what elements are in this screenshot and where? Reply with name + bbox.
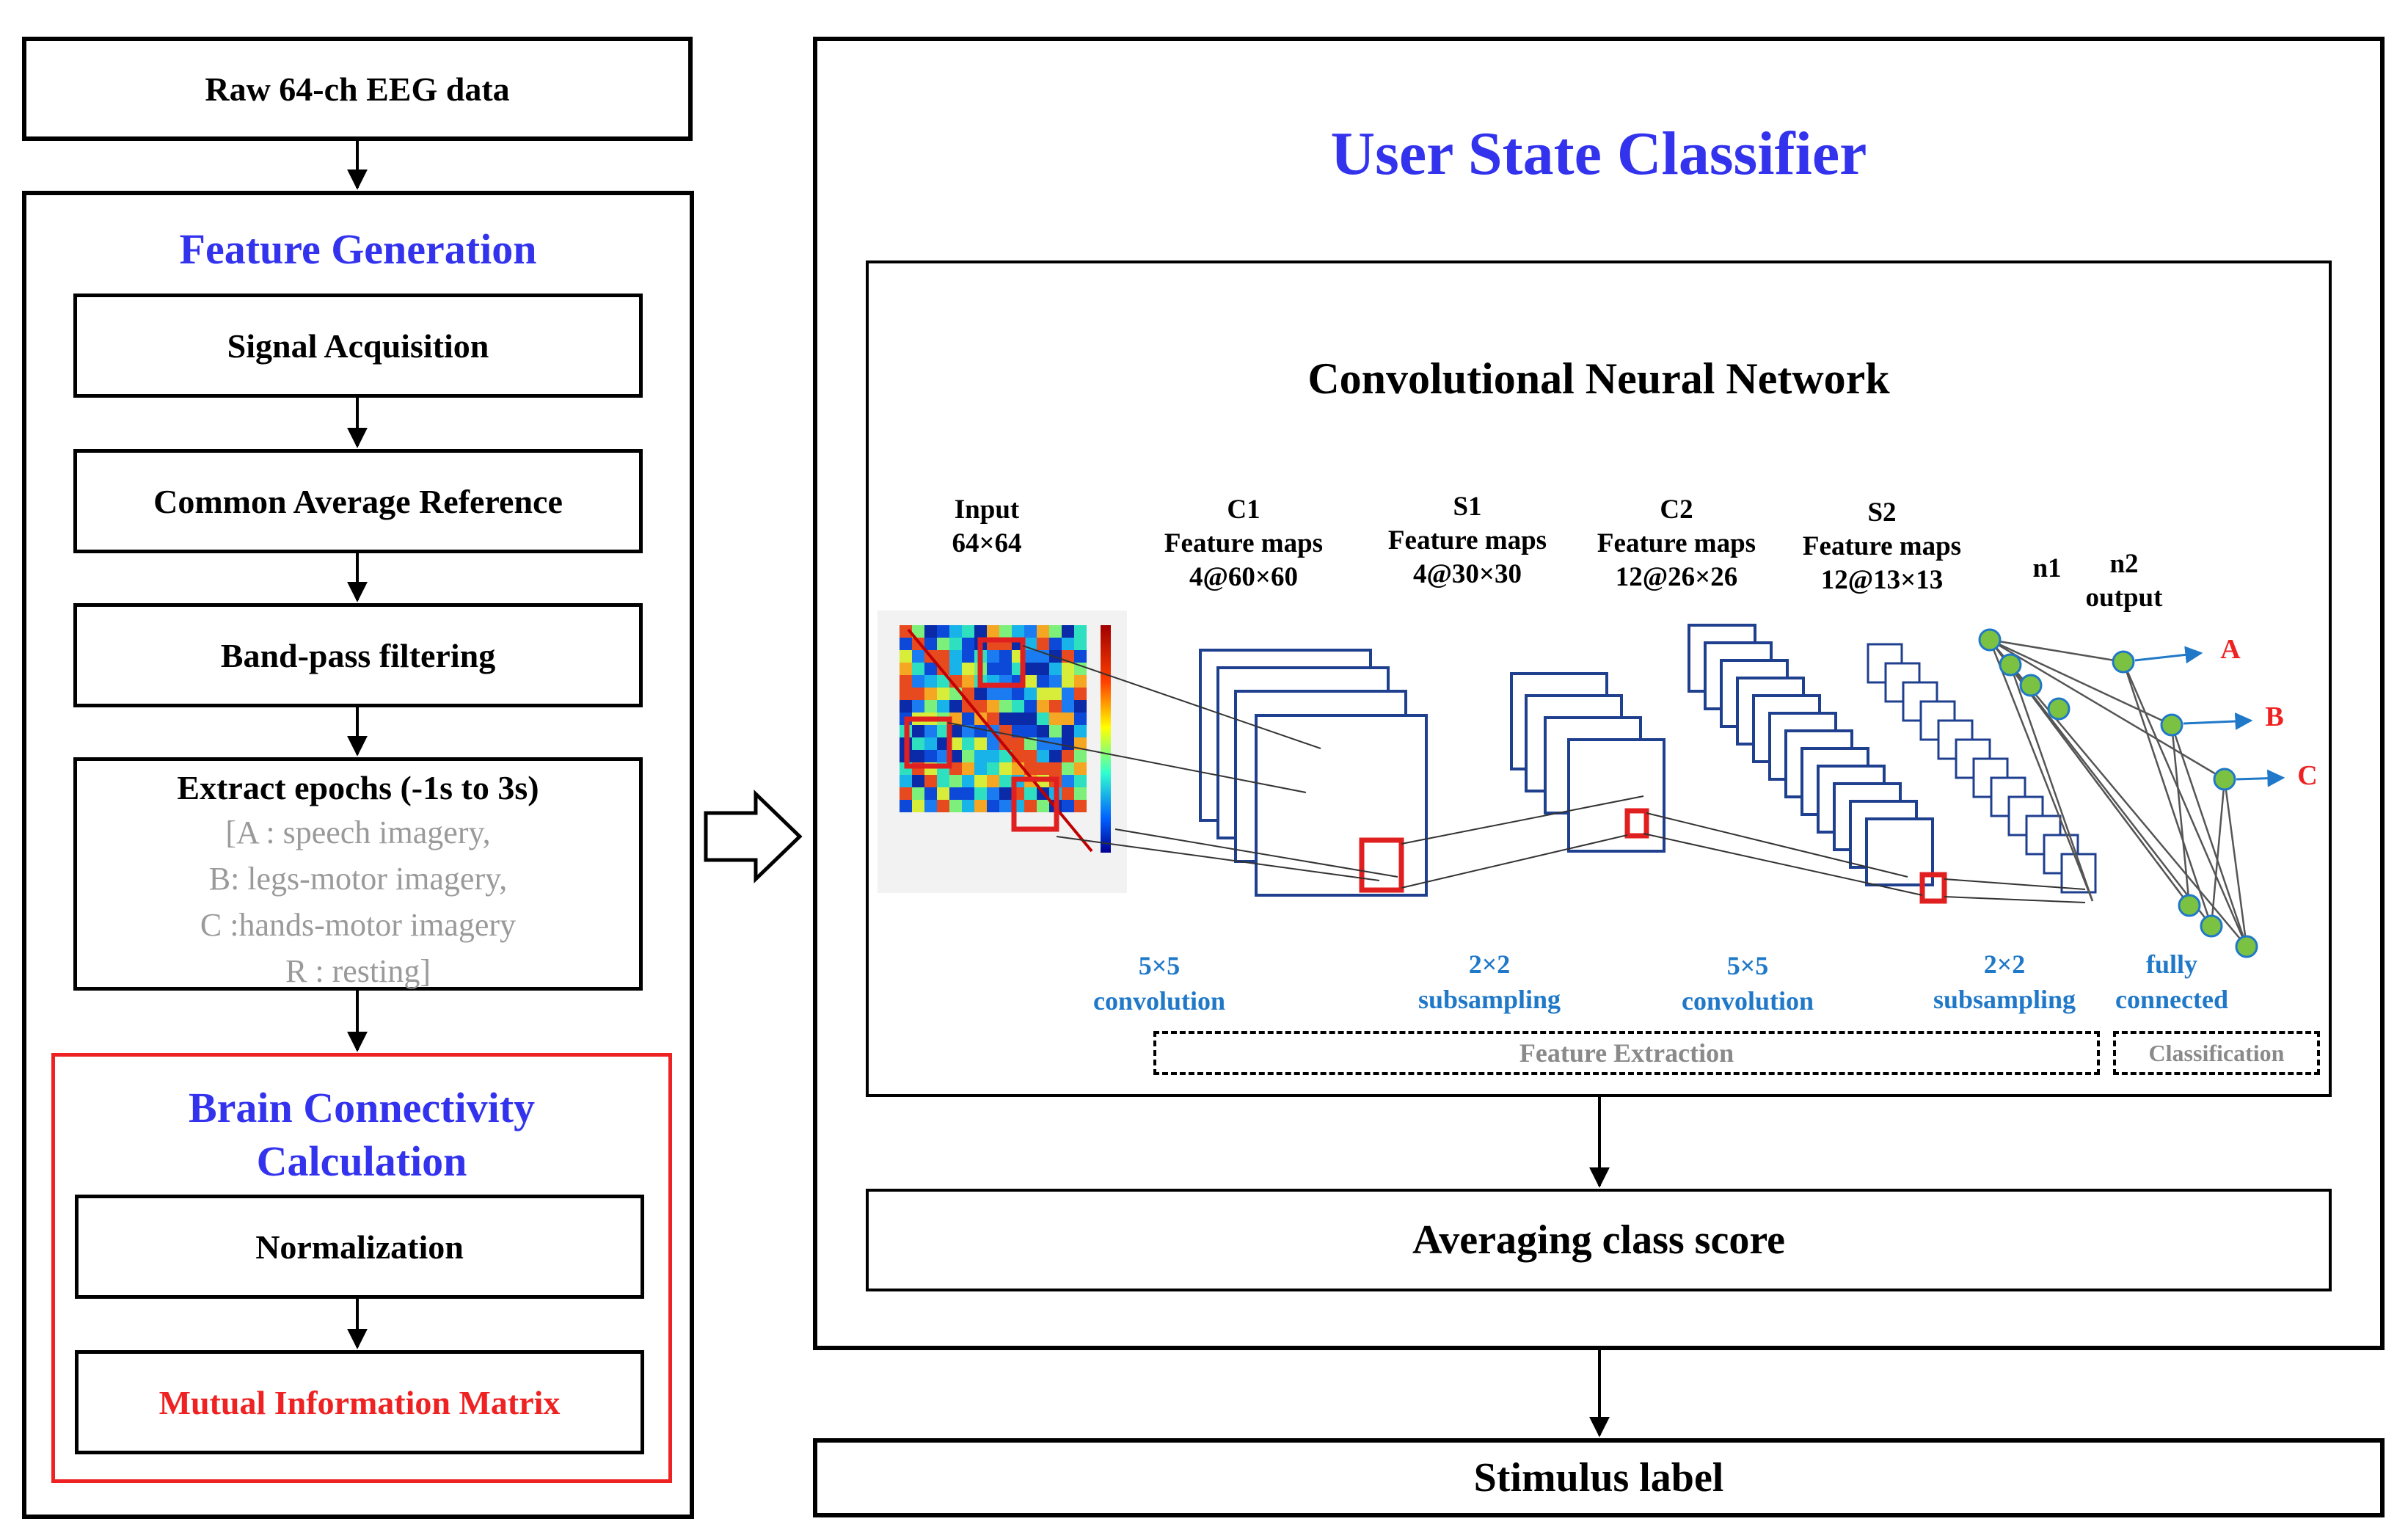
c2-receptive-field [1919, 872, 1947, 904]
classification-label: Classification [2148, 1039, 2285, 1066]
s1-layer-size: 4@30×30 [1413, 559, 1522, 589]
feature-extraction-label: Feature Extraction [1519, 1038, 1734, 1068]
s2-layer-type: Feature maps [1802, 531, 1962, 561]
raw-eeg-box: Raw 64-ch EEG data [22, 37, 693, 141]
conv1-kernel: 5×5 [1138, 951, 1181, 980]
c2-layer-label: C2 Feature maps 12@26×26 [1577, 493, 1776, 594]
brain-connectivity-title-line2: Calculation [256, 1137, 467, 1185]
stimulus-label-text: Stimulus label [1473, 1455, 1724, 1501]
c1-layer-label: C1 Feature maps 4@60×60 [1145, 493, 1343, 594]
user-state-classifier-panel [813, 37, 2385, 1350]
user-state-classifier-title: User State Classifier [1330, 120, 1867, 188]
averaging-class-score-label: Averaging class score [1412, 1217, 1786, 1263]
input-layer-label: Input 64×64 [917, 493, 1057, 561]
s1-layer-name: S1 [1453, 492, 1482, 522]
feature-generation-panel [22, 191, 694, 1519]
sub1-kernel: 2×2 [1468, 950, 1511, 979]
cnn-panel [866, 260, 2332, 1097]
output-label-a: A [2220, 634, 2241, 665]
epoch-class-r: R : resting] [285, 953, 431, 989]
extract-epochs-title: Extract epochs (-1s to 3s) [177, 769, 539, 806]
normalization-label: Normalization [255, 1228, 464, 1266]
conv2-type: convolution [1681, 986, 1814, 1016]
s2-feature-maps [1867, 643, 2097, 894]
sub1-type: subsampling [1418, 985, 1561, 1014]
band-pass-filtering-label: Band-pass filtering [220, 636, 496, 674]
s2-layer-size: 12@13×13 [1820, 565, 1944, 595]
output-label-b: B [2265, 701, 2284, 732]
fc-line2: connected [2115, 985, 2228, 1014]
mutual-information-matrix-label: Mutual Information Matrix [158, 1383, 561, 1421]
stimulus-label-box: Stimulus label [813, 1438, 2385, 1517]
normalization-box: Normalization [75, 1195, 644, 1299]
output-label-c: C [2297, 760, 2318, 791]
c1-receptive-field [1359, 837, 1404, 893]
feature-generation-title: Feature Generation [179, 225, 537, 273]
s1-layer-type: Feature maps [1387, 525, 1547, 555]
s1-feature-maps [1510, 672, 1665, 853]
fc-op-label: fully connected [2091, 947, 2252, 1017]
classification-group: Classification [2113, 1031, 2320, 1075]
extract-epochs-box: Extract epochs (-1s to 3s) [A : speech i… [73, 757, 643, 991]
n2-layer-type: output [2085, 583, 2163, 613]
conv1-type: convolution [1092, 986, 1226, 1016]
signal-acquisition-box: Signal Acquisition [73, 294, 643, 398]
cnn-title: Convolutional Neural Network [1307, 354, 1890, 403]
brain-connectivity-title-line1: Brain Connectivity [188, 1084, 536, 1131]
n1-layer-label: n1 [2032, 553, 2062, 583]
conv2-op-label: 5×5 convolution [1660, 948, 1836, 1018]
c1-layer-name: C1 [1227, 495, 1260, 525]
fc-line1: fully [2145, 950, 2197, 979]
epoch-class-b: B: legs-motor imagery, [208, 861, 508, 897]
s2-layer-name: S2 [1867, 498, 1897, 528]
sub2-op-label: 2×2 subsampling [1916, 947, 2093, 1017]
feature-extraction-group: Feature Extraction [1153, 1031, 2100, 1075]
sub1-op-label: 2×2 subsampling [1401, 947, 1577, 1017]
s1-receptive-field [1624, 808, 1649, 839]
epoch-class-c: C :hands-motor imagery [200, 907, 517, 943]
band-pass-filtering-box: Band-pass filtering [73, 603, 643, 707]
fully-connected-network [1978, 628, 2285, 958]
s1-layer-label: S1 Feature maps 4@30×30 [1368, 490, 1566, 591]
c2-layer-name: C2 [1660, 495, 1693, 525]
c2-layer-size: 12@26×26 [1615, 562, 1738, 592]
c1-layer-type: Feature maps [1164, 528, 1324, 558]
hollow-right-arrow [704, 790, 803, 883]
sub2-type: subsampling [1933, 985, 2076, 1014]
n2-layer-name: n2 [2109, 549, 2139, 579]
input-layer-size: 64×64 [952, 528, 1022, 558]
common-average-reference-label: Common Average Reference [153, 482, 563, 520]
n2-layer-label: n2 output [2076, 547, 2172, 615]
c2-feature-maps [1688, 624, 1934, 886]
projection-lines [947, 645, 2086, 903]
mutual-information-matrix-box: Mutual Information Matrix [75, 1350, 644, 1454]
input-layer-name: Input [954, 495, 1020, 525]
conv2-kernel: 5×5 [1726, 951, 1769, 980]
sub2-kernel: 2×2 [1983, 950, 2026, 979]
c1-feature-maps [1199, 649, 1428, 897]
conv1-op-label: 5×5 convolution [1071, 948, 1247, 1018]
epoch-class-a: [A : speech imagery, [225, 814, 491, 850]
input-connectivity-matrix [878, 611, 1127, 893]
c1-layer-size: 4@60×60 [1189, 562, 1298, 592]
brain-connectivity-panel [51, 1053, 672, 1483]
common-average-reference-box: Common Average Reference [73, 449, 643, 553]
c2-layer-type: Feature maps [1597, 528, 1756, 558]
averaging-class-score-box: Averaging class score [866, 1189, 2332, 1291]
signal-acquisition-label: Signal Acquisition [227, 327, 489, 365]
raw-eeg-label: Raw 64-ch EEG data [205, 70, 510, 108]
s2-layer-label: S2 Feature maps 12@13×13 [1783, 496, 1981, 597]
